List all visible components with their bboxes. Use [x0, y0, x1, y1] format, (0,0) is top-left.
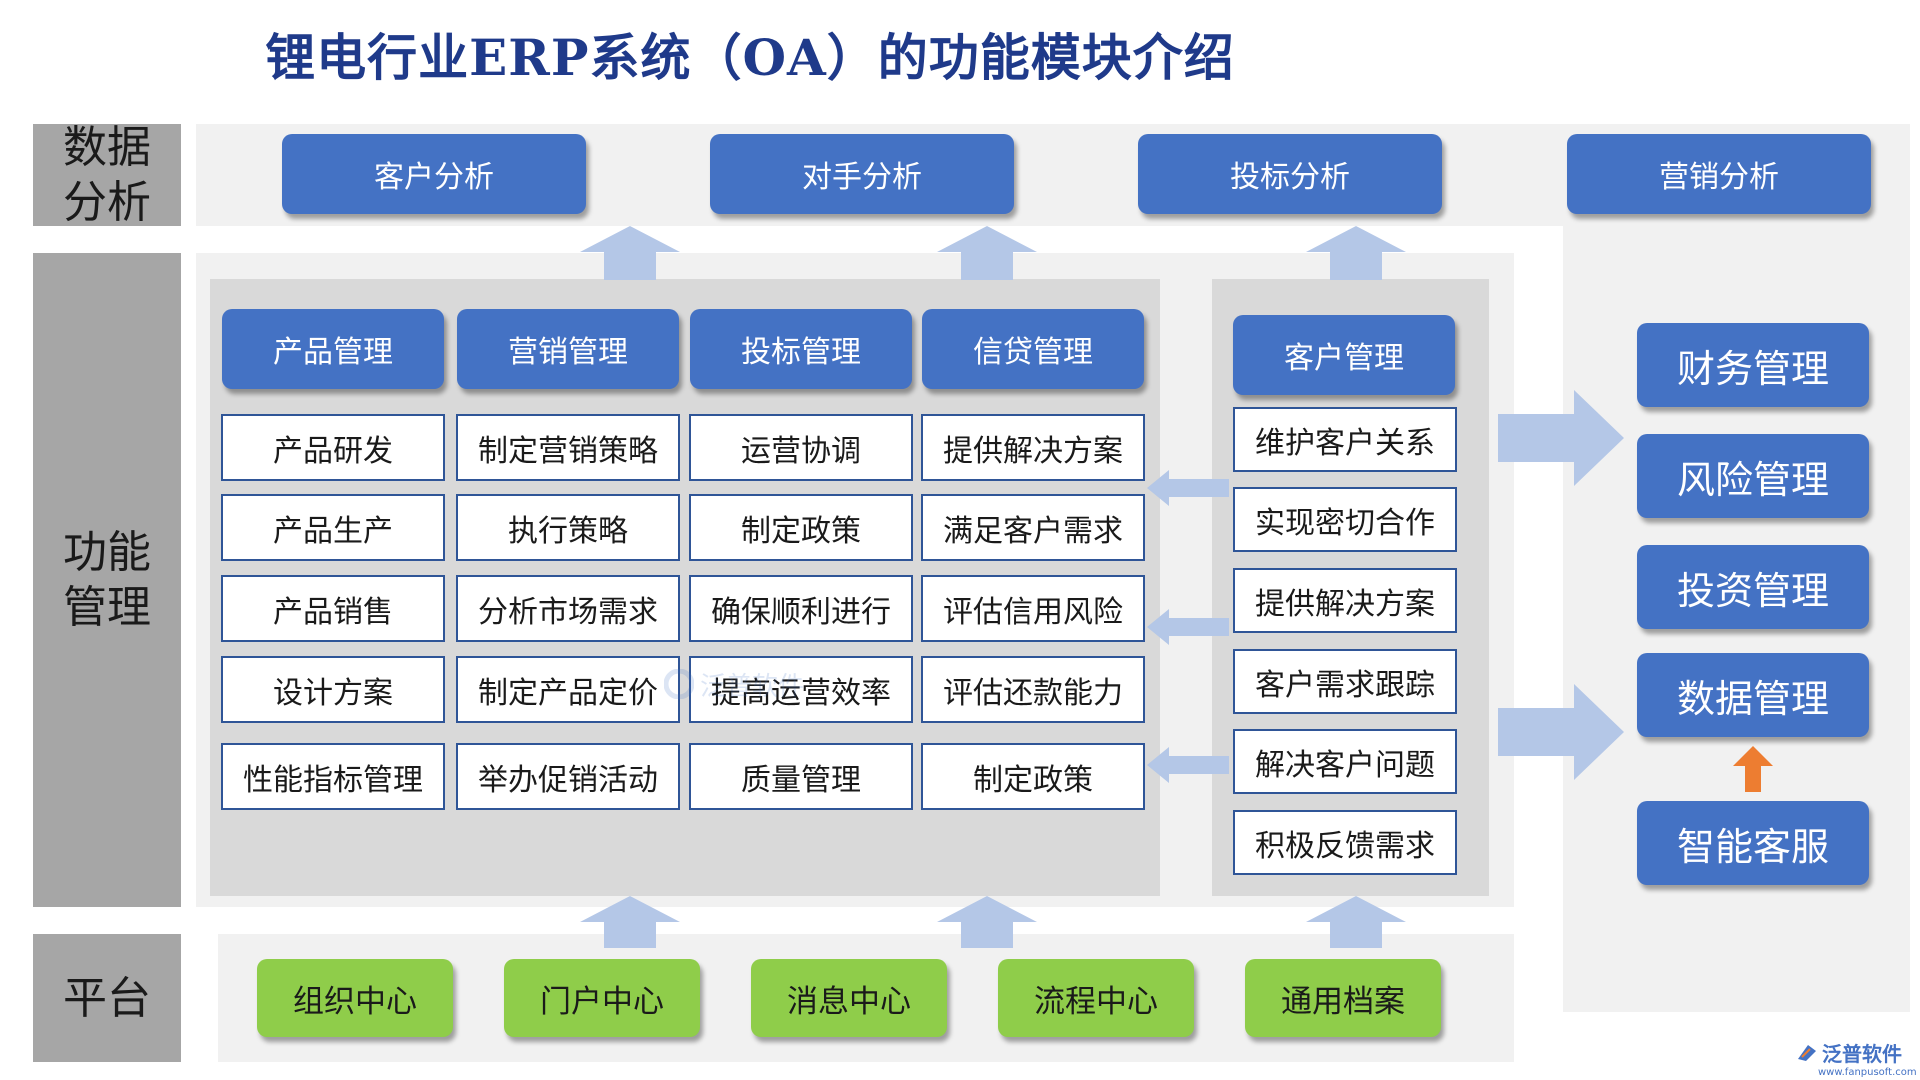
bid-management-header[interactable]: 投标管理	[690, 309, 912, 389]
grid-cell[interactable]: 评估信用风险	[921, 575, 1145, 642]
portal-center-button[interactable]: 门户中心	[504, 959, 700, 1037]
credit-management-header[interactable]: 信贷管理	[922, 309, 1144, 389]
customer-cell[interactable]: 积极反馈需求	[1233, 810, 1457, 875]
investment-management-button[interactable]: 投资管理	[1637, 545, 1869, 629]
brand-name: 泛普软件	[1822, 1042, 1902, 1066]
grid-cell[interactable]: 提供解决方案	[921, 414, 1145, 481]
grid-cell[interactable]: 制定政策	[921, 743, 1145, 810]
watermark: 泛普软件	[664, 664, 824, 704]
fanpu-logo-icon	[1798, 1044, 1816, 1061]
product-management-header[interactable]: 产品管理	[222, 309, 444, 389]
up-arrow-icon	[1306, 226, 1406, 280]
general-archive-button[interactable]: 通用档案	[1245, 959, 1441, 1037]
right-arrow-icon	[1498, 390, 1624, 486]
competitor-analysis-button[interactable]: 对手分析	[710, 134, 1014, 214]
grid-cell[interactable]: 产品生产	[221, 494, 445, 561]
customer-cell[interactable]: 解决客户问题	[1233, 729, 1457, 794]
grid-cell[interactable]: 产品销售	[221, 575, 445, 642]
up-arrow-icon	[580, 226, 680, 280]
grid-cell[interactable]: 分析市场需求	[456, 575, 680, 642]
right-arrow-icon	[1498, 684, 1624, 780]
customer-analysis-button[interactable]: 客户分析	[282, 134, 586, 214]
up-arrow-icon	[937, 896, 1037, 948]
side-label-platform: 平台	[33, 934, 181, 1062]
organization-center-button[interactable]: 组织中心	[257, 959, 453, 1037]
up-arrow-icon	[580, 896, 680, 948]
marketing-analysis-button[interactable]: 营销分析	[1567, 134, 1871, 214]
left-arrow-icon	[1147, 609, 1229, 645]
marketing-management-header[interactable]: 营销管理	[457, 309, 679, 389]
left-arrow-icon	[1147, 747, 1229, 783]
grid-cell[interactable]: 制定政策	[689, 494, 913, 561]
grid-cell[interactable]: 性能指标管理	[221, 743, 445, 810]
orange-up-arrow-icon	[1733, 746, 1773, 792]
left-arrow-icon	[1147, 470, 1229, 506]
smart-customer-service-button[interactable]: 智能客服	[1637, 801, 1869, 885]
brand-url: www.fanpusoft.com	[1818, 1067, 1917, 1078]
grid-cell[interactable]: 评估还款能力	[921, 656, 1145, 723]
finance-management-button[interactable]: 财务管理	[1637, 323, 1869, 407]
side-label-data-analysis: 数据 分析	[33, 122, 181, 228]
side-label-function-management: 功能 管理	[33, 253, 181, 907]
customer-cell[interactable]: 维护客户关系	[1233, 407, 1457, 472]
fanpu-logo-icon	[664, 669, 694, 699]
grid-cell[interactable]: 举办促销活动	[456, 743, 680, 810]
up-arrow-icon	[937, 226, 1037, 280]
customer-cell[interactable]: 实现密切合作	[1233, 487, 1457, 552]
grid-cell[interactable]: 满足客户需求	[921, 494, 1145, 561]
process-center-button[interactable]: 流程中心	[998, 959, 1194, 1037]
grid-cell[interactable]: 质量管理	[689, 743, 913, 810]
grid-cell[interactable]: 确保顺利进行	[689, 575, 913, 642]
page-title: 锂电行业ERP系统（OA）的功能模块介绍	[265, 28, 1235, 87]
customer-management-header[interactable]: 客户管理	[1233, 315, 1455, 395]
message-center-button[interactable]: 消息中心	[751, 959, 947, 1037]
data-management-button[interactable]: 数据管理	[1637, 653, 1869, 737]
brand-logo: 泛普软件 www.fanpusoft.com	[1796, 1038, 1920, 1078]
customer-cell[interactable]: 提供解决方案	[1233, 568, 1457, 633]
grid-cell[interactable]: 执行策略	[456, 494, 680, 561]
grid-cell[interactable]: 产品研发	[221, 414, 445, 481]
grid-cell[interactable]: 制定产品定价	[456, 656, 680, 723]
risk-management-button[interactable]: 风险管理	[1637, 434, 1869, 518]
grid-cell[interactable]: 提高运营效率	[689, 656, 913, 723]
up-arrow-icon	[1306, 896, 1406, 948]
grid-cell[interactable]: 设计方案	[221, 656, 445, 723]
grid-cell[interactable]: 运营协调	[689, 414, 913, 481]
bid-analysis-button[interactable]: 投标分析	[1138, 134, 1442, 214]
customer-cell[interactable]: 客户需求跟踪	[1233, 649, 1457, 714]
grid-cell[interactable]: 制定营销策略	[456, 414, 680, 481]
